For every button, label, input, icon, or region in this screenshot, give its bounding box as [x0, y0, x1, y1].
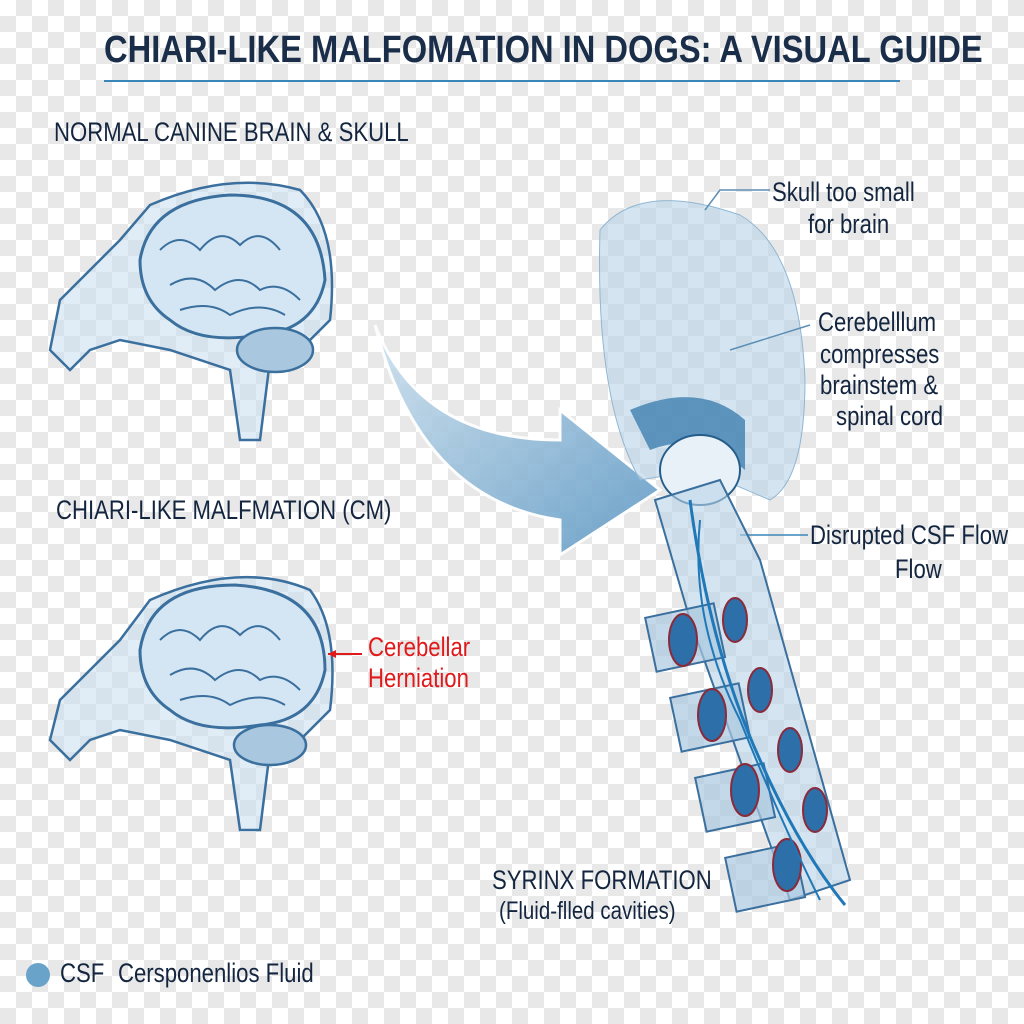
- normal-skull-brain: [48, 181, 334, 442]
- cerebellum-label-2: compresses: [820, 339, 940, 369]
- skull-label-2: for brain: [808, 209, 890, 239]
- skull-label-1: Skull too small: [772, 177, 915, 207]
- cerebellum-label-4: spinal cord: [836, 401, 944, 431]
- cm-skull-brain: [48, 575, 334, 832]
- cerebellum-label-1: Cerebelllum: [818, 307, 937, 337]
- herniation-label-1: Cerebellar: [368, 632, 471, 662]
- legend-label: Cersponenlios Fluid: [118, 958, 314, 988]
- title-divider: [104, 80, 900, 82]
- cm-skull-detail: [599, 189, 811, 536]
- csf-label-1: Disrupted CSF Flow: [810, 520, 1009, 550]
- syrinx-label-1: SYRINX FORMATION: [492, 865, 712, 895]
- csf-legend-swatch: [26, 963, 50, 987]
- section-heading-normal: NORMAL CANINE BRAIN & SKULL: [54, 117, 409, 147]
- herniation-label-2: Herniation: [368, 663, 469, 693]
- transition-arrow-icon: [373, 324, 663, 558]
- section-heading-cm: CHIARI-LIKE MALFMATION (CM): [56, 495, 392, 525]
- spine-with-syrinx: [643, 478, 852, 913]
- csf-label-2: Flow: [895, 554, 942, 584]
- cerebellum-label-3: brainstem &: [820, 370, 939, 400]
- page-title: CHIARI-LIKE MALFOMATION IN DOGS: A VISUA…: [104, 29, 983, 71]
- legend-abbr: CSF: [60, 958, 105, 988]
- syrinx-label-2: (Fluid-flled cavities): [499, 897, 676, 925]
